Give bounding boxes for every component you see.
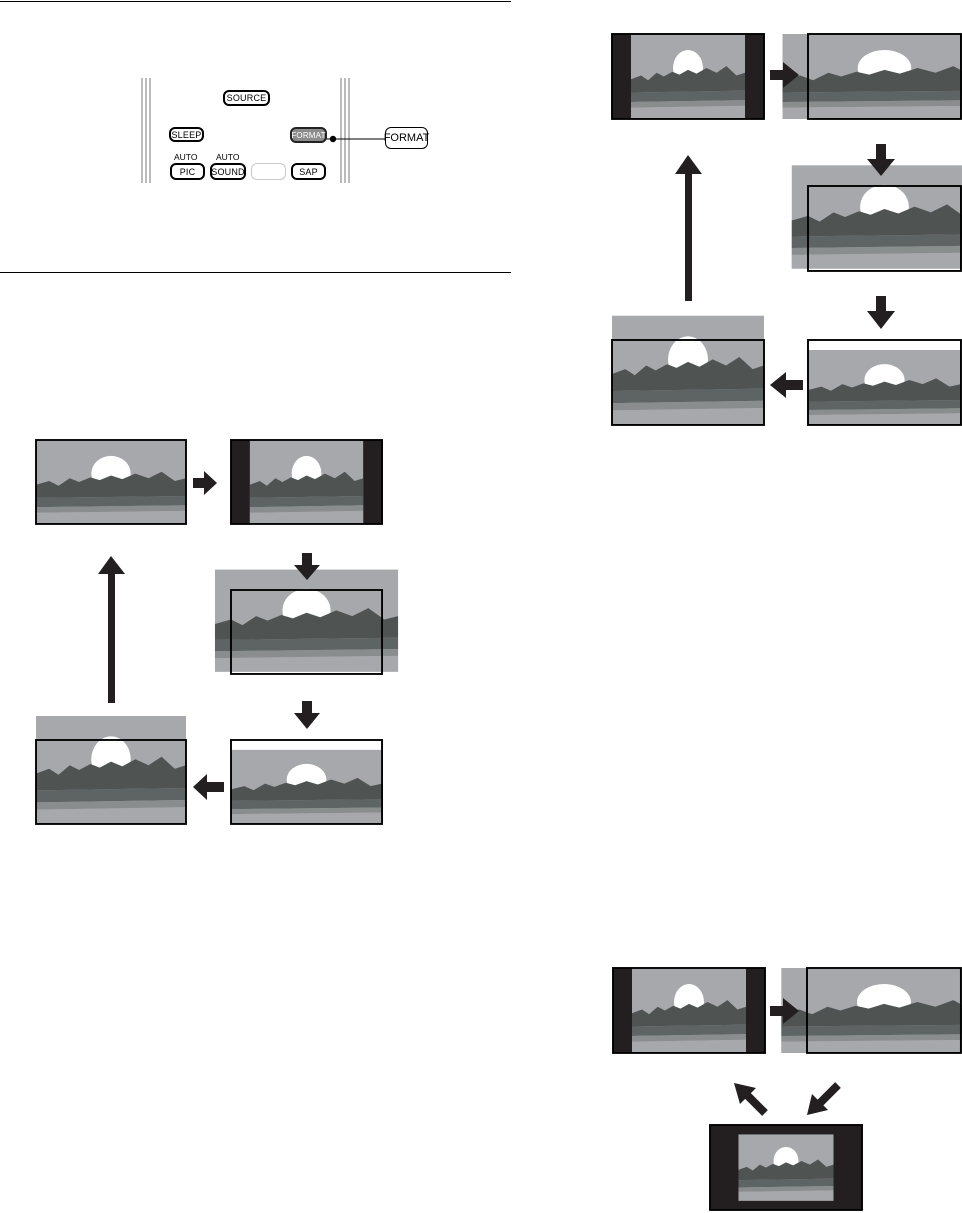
- right-picture-zoom: [792, 165, 962, 271]
- left-picture-stretched: [36, 716, 186, 824]
- sap-button[interactable]: SAP: [291, 163, 326, 180]
- right-format-cycle: [600, 0, 962, 440]
- format-callout-label: FORMAT: [385, 127, 428, 149]
- auto-pic-label: AUTO: [174, 152, 197, 162]
- left-format-cycle: [0, 420, 420, 840]
- bottom-picture-boxed: [710, 1125, 862, 1210]
- right-picture-tall: [808, 340, 961, 425]
- arrow-icon: [807, 1085, 838, 1115]
- right-picture-pillarbox: [612, 34, 764, 119]
- left-picture-zoom: [215, 570, 398, 674]
- right-picture-stretched: [612, 316, 764, 425]
- arrow-icon: [867, 296, 895, 329]
- bottom-rule: [0, 272, 511, 273]
- left-picture-pillarbox: [231, 440, 382, 524]
- left-picture-wide: [36, 440, 186, 524]
- bottom-picture-wide: [781, 968, 962, 1053]
- arrow-icon: [770, 372, 803, 398]
- bottom-picture-pillarbox: [613, 968, 765, 1053]
- arrow-icon: [294, 701, 320, 729]
- blank-button[interactable]: [251, 163, 286, 180]
- arrow-icon: [98, 556, 125, 703]
- right-picture-wide: [783, 34, 962, 119]
- arrow-icon: [193, 471, 217, 495]
- bottom-format-cycle: [600, 960, 962, 1213]
- left-picture-tall: [231, 740, 382, 824]
- source-button[interactable]: SOURCE: [223, 90, 270, 106]
- arrow-icon: [193, 774, 224, 800]
- sound-button[interactable]: SOUND: [210, 163, 246, 180]
- sleep-button[interactable]: SLEEP: [169, 127, 204, 142]
- format-button[interactable]: FORMAT: [290, 127, 327, 143]
- arrow-icon: [734, 1083, 765, 1113]
- auto-sound-label: AUTO: [216, 152, 239, 162]
- pic-button[interactable]: PIC: [170, 163, 205, 180]
- arrow-icon: [675, 155, 702, 301]
